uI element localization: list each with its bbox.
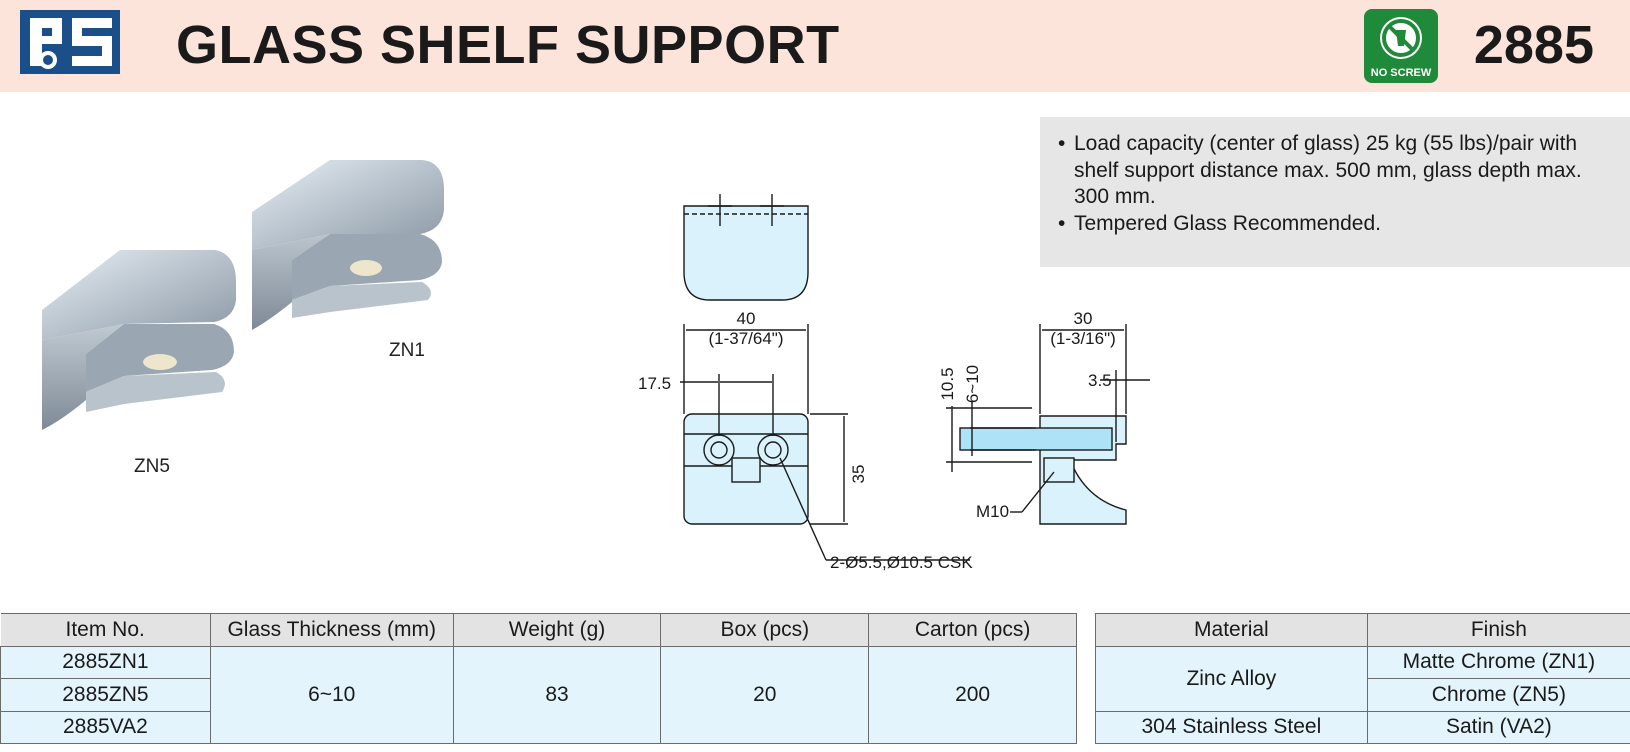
no-screw-icon: NO SCREW xyxy=(1364,9,1438,83)
dim-hole-pitch: 17.5 xyxy=(638,374,671,393)
finish-cell: Matte Chrome (ZN1) xyxy=(1366,645,1630,679)
dim-holes: 2-Ø5.5,Ø10.5 CSK xyxy=(830,553,973,572)
item-code: 2885 xyxy=(1473,15,1594,75)
glass-thickness-cell: 6~10 xyxy=(209,645,454,744)
col-header-glass-thickness: Glass Thickness (mm) xyxy=(209,613,454,647)
technical-drawing: 40 (1-37/64") 17.5 35 2-Ø5.5,Ø10.5 CSK 3… xyxy=(638,194,1150,572)
spec-table: Item No. Glass Thickness (mm) Weight (g)… xyxy=(0,613,1077,744)
dim-width-in: (1-37/64") xyxy=(708,329,783,348)
finish-cell: Satin (VA2) xyxy=(1366,710,1630,744)
table-row: Zinc Alloy Matte Chrome (ZN1) xyxy=(1095,645,1630,712)
dim-depth-mm: 30 xyxy=(1074,309,1093,328)
bracket-zn1-image xyxy=(252,160,444,330)
item-no-cell: 2885VA2 xyxy=(0,710,211,744)
bracket-zn5-image xyxy=(42,250,236,430)
weight-cell: 83 xyxy=(452,645,662,744)
material-cell: Zinc Alloy xyxy=(1095,645,1368,712)
notes-box: Load capacity (center of glass) 25 kg (5… xyxy=(1040,117,1630,267)
top-view xyxy=(683,205,809,301)
page-title: GLASS SHELF SUPPORT xyxy=(176,15,840,75)
finish-cell: Chrome (ZN5) xyxy=(1366,678,1630,712)
dim-glass-range: 6~10 xyxy=(963,365,982,403)
table-row: 2885ZN1 6~10 83 20 200 xyxy=(0,645,1077,744)
col-header-box: Box (pcs) xyxy=(660,613,870,647)
label-zn5: ZN5 xyxy=(134,456,170,477)
material-table: Material Finish Zinc Alloy Matte Chrome … xyxy=(1095,613,1630,744)
no-screw-badge: NO SCREW xyxy=(1363,8,1439,84)
col-header-item-no: Item No. xyxy=(0,613,211,647)
col-header-material: Material xyxy=(1095,613,1368,647)
note-item: Tempered Glass Recommended. xyxy=(1058,211,1618,238)
dim-thread: M10 xyxy=(976,502,1009,521)
item-no-cell: 2885ZN1 xyxy=(0,645,211,679)
product-photo xyxy=(42,160,444,430)
box-cell: 20 xyxy=(660,645,870,744)
col-header-weight: Weight (g) xyxy=(452,613,662,647)
dim-slot-height: 10.5 xyxy=(938,367,957,400)
table-row: 2885VA2 xyxy=(0,710,1077,744)
col-header-carton: Carton (pcs) xyxy=(868,613,1077,647)
material-cell: 304 Stainless Steel xyxy=(1095,710,1368,744)
table-header-row: Material Finish xyxy=(1095,613,1630,647)
note-item: Load capacity (center of glass) 25 kg (5… xyxy=(1058,131,1618,211)
carton-cell: 200 xyxy=(868,645,1077,744)
no-screw-label: NO SCREW xyxy=(1371,67,1432,79)
ps-logo: PS xyxy=(20,10,120,74)
page-header: PS GLASS SHELF SUPPORT NO SCREW 2885 xyxy=(0,0,1630,92)
item-no-cell: 2885ZN5 xyxy=(0,678,211,712)
table-row: 2885ZN5 xyxy=(0,678,1077,712)
col-header-finish: Finish xyxy=(1366,613,1630,647)
dim-depth-in: (1-3/16") xyxy=(1050,329,1116,348)
dim-height: 35 xyxy=(849,465,868,484)
table-header-row: Item No. Glass Thickness (mm) Weight (g)… xyxy=(0,613,1077,647)
notes-list: Load capacity (center of glass) 25 kg (5… xyxy=(1058,131,1618,237)
label-zn1: ZN1 xyxy=(389,340,425,361)
dim-width-mm: 40 xyxy=(737,309,756,328)
dim-lip: 3.5 xyxy=(1088,371,1112,390)
table-row: 304 Stainless Steel Satin (VA2) xyxy=(1095,710,1630,744)
